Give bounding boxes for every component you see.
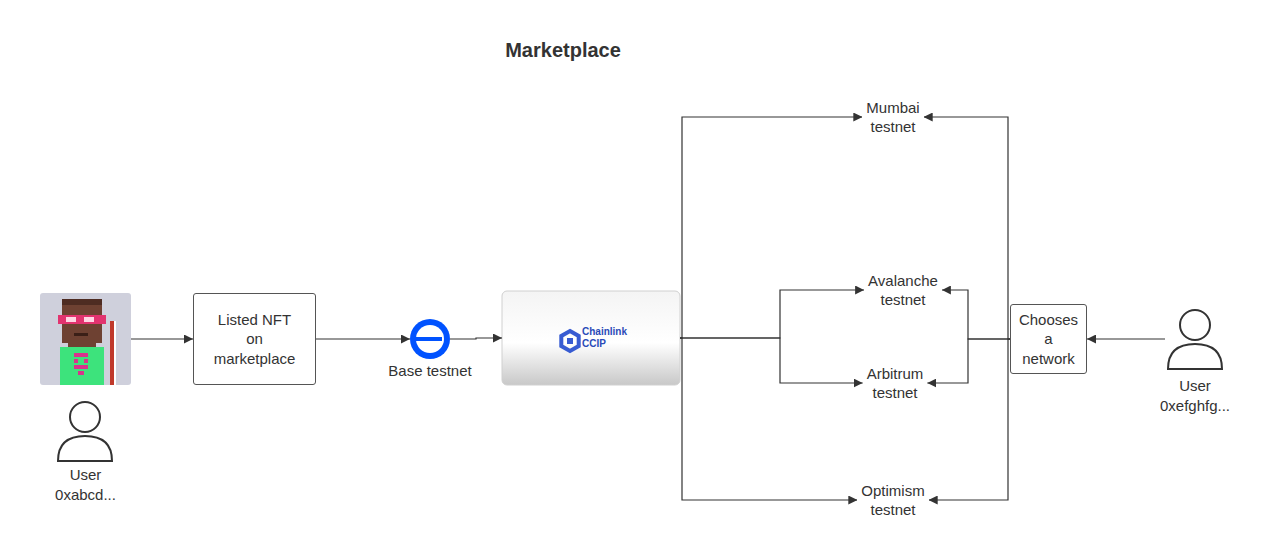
connector-arrow <box>927 339 1010 383</box>
connector-arrow <box>316 338 410 339</box>
node-text: Avalanche testnet <box>868 271 938 310</box>
process-box: Listed NFT on marketplace <box>193 293 316 385</box>
node-text: Listed NFT on marketplace <box>210 310 299 369</box>
node-text: User 0xefghfg... <box>1143 376 1247 415</box>
node-text: Base testnet <box>370 361 490 381</box>
node-text: User 0xabcd... <box>38 465 134 504</box>
connector-arrow <box>450 338 502 339</box>
process-box: Chooses a network <box>1010 304 1087 375</box>
network-logo: Base testnet <box>410 319 450 359</box>
user-icon <box>1168 310 1222 369</box>
nft-user-node: User 0xabcd... <box>40 293 131 385</box>
network-label: Arbitrum testnet <box>863 361 928 406</box>
connector-arrow <box>680 338 863 383</box>
base-logo <box>410 319 450 359</box>
connector-arrow <box>680 338 857 500</box>
network-label: Avalanche testnet <box>864 268 942 313</box>
nft-image <box>40 293 131 385</box>
ccip-box: Chainlink CCIP <box>502 291 680 385</box>
node-text: Arbitrum testnet <box>867 364 924 403</box>
connector-arrow <box>942 290 1010 339</box>
node-label-wrap: Base testnet <box>370 361 490 381</box>
node-text: Optimism testnet <box>861 481 924 520</box>
connector-arrow <box>929 339 1010 500</box>
node-label-wrap: User 0xabcd... <box>38 465 134 504</box>
connector-arrow <box>680 117 862 338</box>
connector-arrow <box>680 290 864 338</box>
connector-arrow <box>1087 338 1165 339</box>
user-icon <box>58 402 112 461</box>
user-node: User 0xefghfg... <box>1165 308 1225 370</box>
ccip-box-shape <box>502 291 680 385</box>
connector-arrow <box>131 338 193 339</box>
node-text: Chainlink CCIP <box>582 326 634 350</box>
network-label: Optimism testnet <box>857 478 928 523</box>
node-text: Chooses a network <box>1018 310 1079 369</box>
node-label-wrap: User 0xefghfg... <box>1143 376 1247 415</box>
diagram-title: Marketplace <box>505 39 621 62</box>
node-text: Mumbai testnet <box>866 98 919 137</box>
network-label: Mumbai testnet <box>862 95 923 140</box>
